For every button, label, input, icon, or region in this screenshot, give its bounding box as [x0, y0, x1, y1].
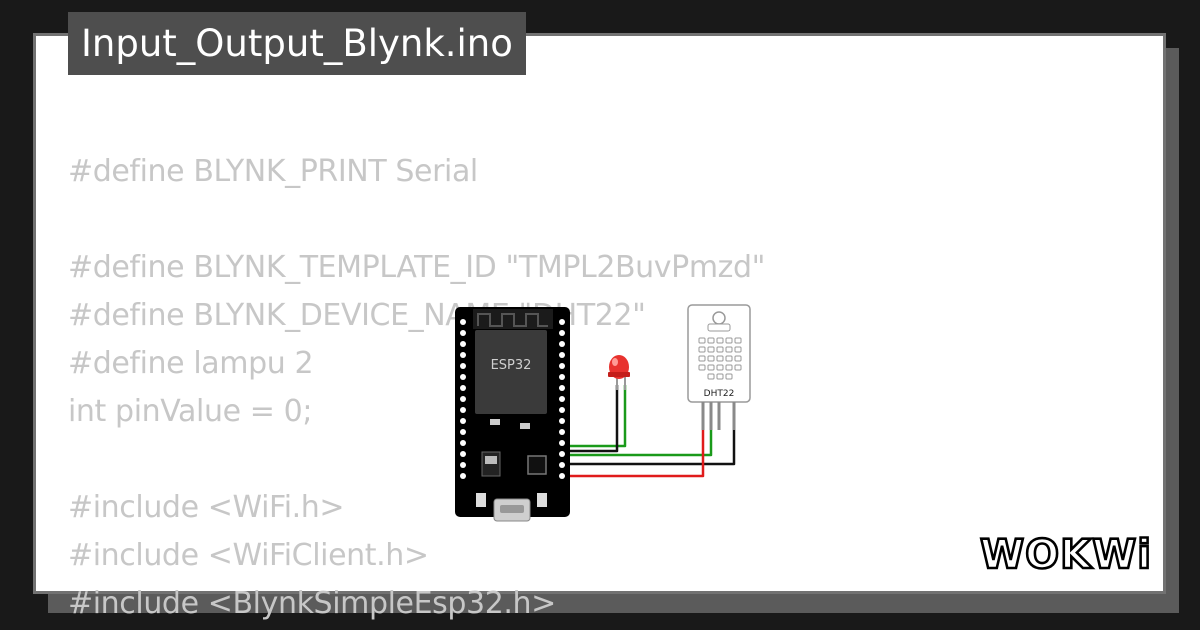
dht22-sensor: DHT22	[687, 304, 751, 430]
board-label: ESP32	[491, 358, 532, 373]
esp32-board: ESP32	[455, 307, 570, 522]
wires	[566, 385, 736, 478]
red-led	[608, 355, 630, 390]
code-line: #define BLYNK_TEMPLATE_ID "TMPL2BuvPmzd"	[68, 250, 766, 285]
code-view: #define BLYNK_PRINT Serial #define BLYNK…	[68, 36, 1163, 621]
code-line: #define BLYNK_DEVICE_NAME "DHT22"	[68, 298, 646, 333]
file-title: Input_Output_Blynk.ino	[68, 12, 526, 75]
code-line: #define BLYNK_PRINT Serial	[68, 154, 478, 189]
logo-text: WOKWi	[980, 532, 1152, 578]
wire-red-vcc	[566, 428, 705, 478]
code-line: #include <WiFiClient.h>	[68, 538, 429, 573]
sensor-label: DHT22	[704, 389, 735, 399]
code-line: #define lampu 2	[68, 346, 314, 381]
wire-black-gnd	[566, 428, 736, 466]
esp32-module	[475, 330, 547, 414]
code-line: #include <WiFi.h>	[68, 490, 345, 525]
code-card: #define BLYNK_PRINT Serial #define BLYNK…	[33, 33, 1166, 621]
wire-green-led	[566, 385, 627, 448]
code-line: #include <BlynkSimpleEsp32.h>	[68, 586, 556, 621]
code-line: int pinValue = 0;	[68, 394, 313, 429]
wokwi-logo: WOKWi	[979, 531, 1153, 580]
wire-black-led	[566, 385, 619, 453]
wire-green-data	[566, 428, 713, 457]
